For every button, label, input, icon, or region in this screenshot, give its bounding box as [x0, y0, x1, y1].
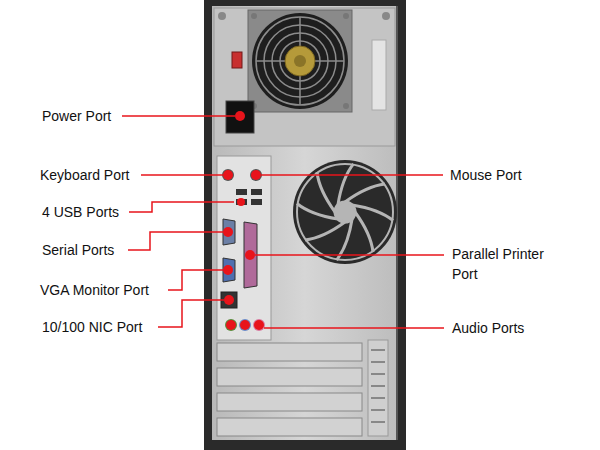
- usb-port: [236, 189, 247, 195]
- audio-jack: [225, 319, 237, 331]
- voltage-switch: [232, 52, 242, 68]
- slot-cover: [217, 343, 362, 361]
- callout-label: Audio Ports: [452, 318, 524, 338]
- usb-port: [236, 199, 247, 205]
- rear-panel: [212, 6, 397, 450]
- callout-label: Power Port: [42, 106, 111, 126]
- psu-fan-frame: [248, 10, 352, 112]
- slot-cover: [217, 418, 362, 436]
- callout-label: 10/100 NIC Port: [42, 317, 142, 337]
- slot-cover: [217, 393, 362, 411]
- case-fan-grill: [297, 164, 393, 260]
- marker-dots: [223, 170, 264, 330]
- screw: [382, 12, 390, 20]
- audio-jack: [253, 319, 265, 331]
- screw: [218, 12, 226, 20]
- power-supply: [214, 8, 395, 146]
- case-frame: [204, 0, 406, 450]
- psu-sticker: [372, 40, 386, 110]
- callout-label: Keyboard Port: [40, 165, 130, 185]
- callout-label: VGA Monitor Port: [40, 280, 149, 300]
- leader-lines: [122, 116, 444, 328]
- callout-label: Mouse Port: [450, 165, 522, 185]
- psu-fan-hub: [285, 46, 315, 76]
- screw: [343, 103, 349, 109]
- io-shield: [217, 156, 271, 340]
- ps2-port: [250, 169, 262, 181]
- callout-label: Serial Ports: [42, 240, 114, 260]
- marker-dot: [235, 111, 245, 121]
- slot-cover: [217, 368, 362, 386]
- vga-port: [223, 258, 235, 282]
- psu-fan: [252, 13, 348, 109]
- psu-fan-hub: [294, 55, 306, 67]
- callout-label: Parallel Printer Port: [452, 244, 570, 284]
- usb-port: [251, 199, 262, 205]
- vent: [368, 340, 388, 436]
- screw: [251, 13, 257, 19]
- serial-port: [223, 219, 235, 245]
- usb-port: [251, 189, 262, 195]
- screw: [343, 13, 349, 19]
- vent-slits: [371, 350, 385, 422]
- audio-jack: [239, 319, 251, 331]
- power-socket: [226, 101, 254, 133]
- ps2-port: [222, 169, 234, 181]
- case-base: [204, 440, 406, 450]
- panel-edge: [396, 6, 398, 450]
- psu-fan-grill: [256, 17, 344, 105]
- callout-label: 4 USB Ports: [42, 202, 119, 222]
